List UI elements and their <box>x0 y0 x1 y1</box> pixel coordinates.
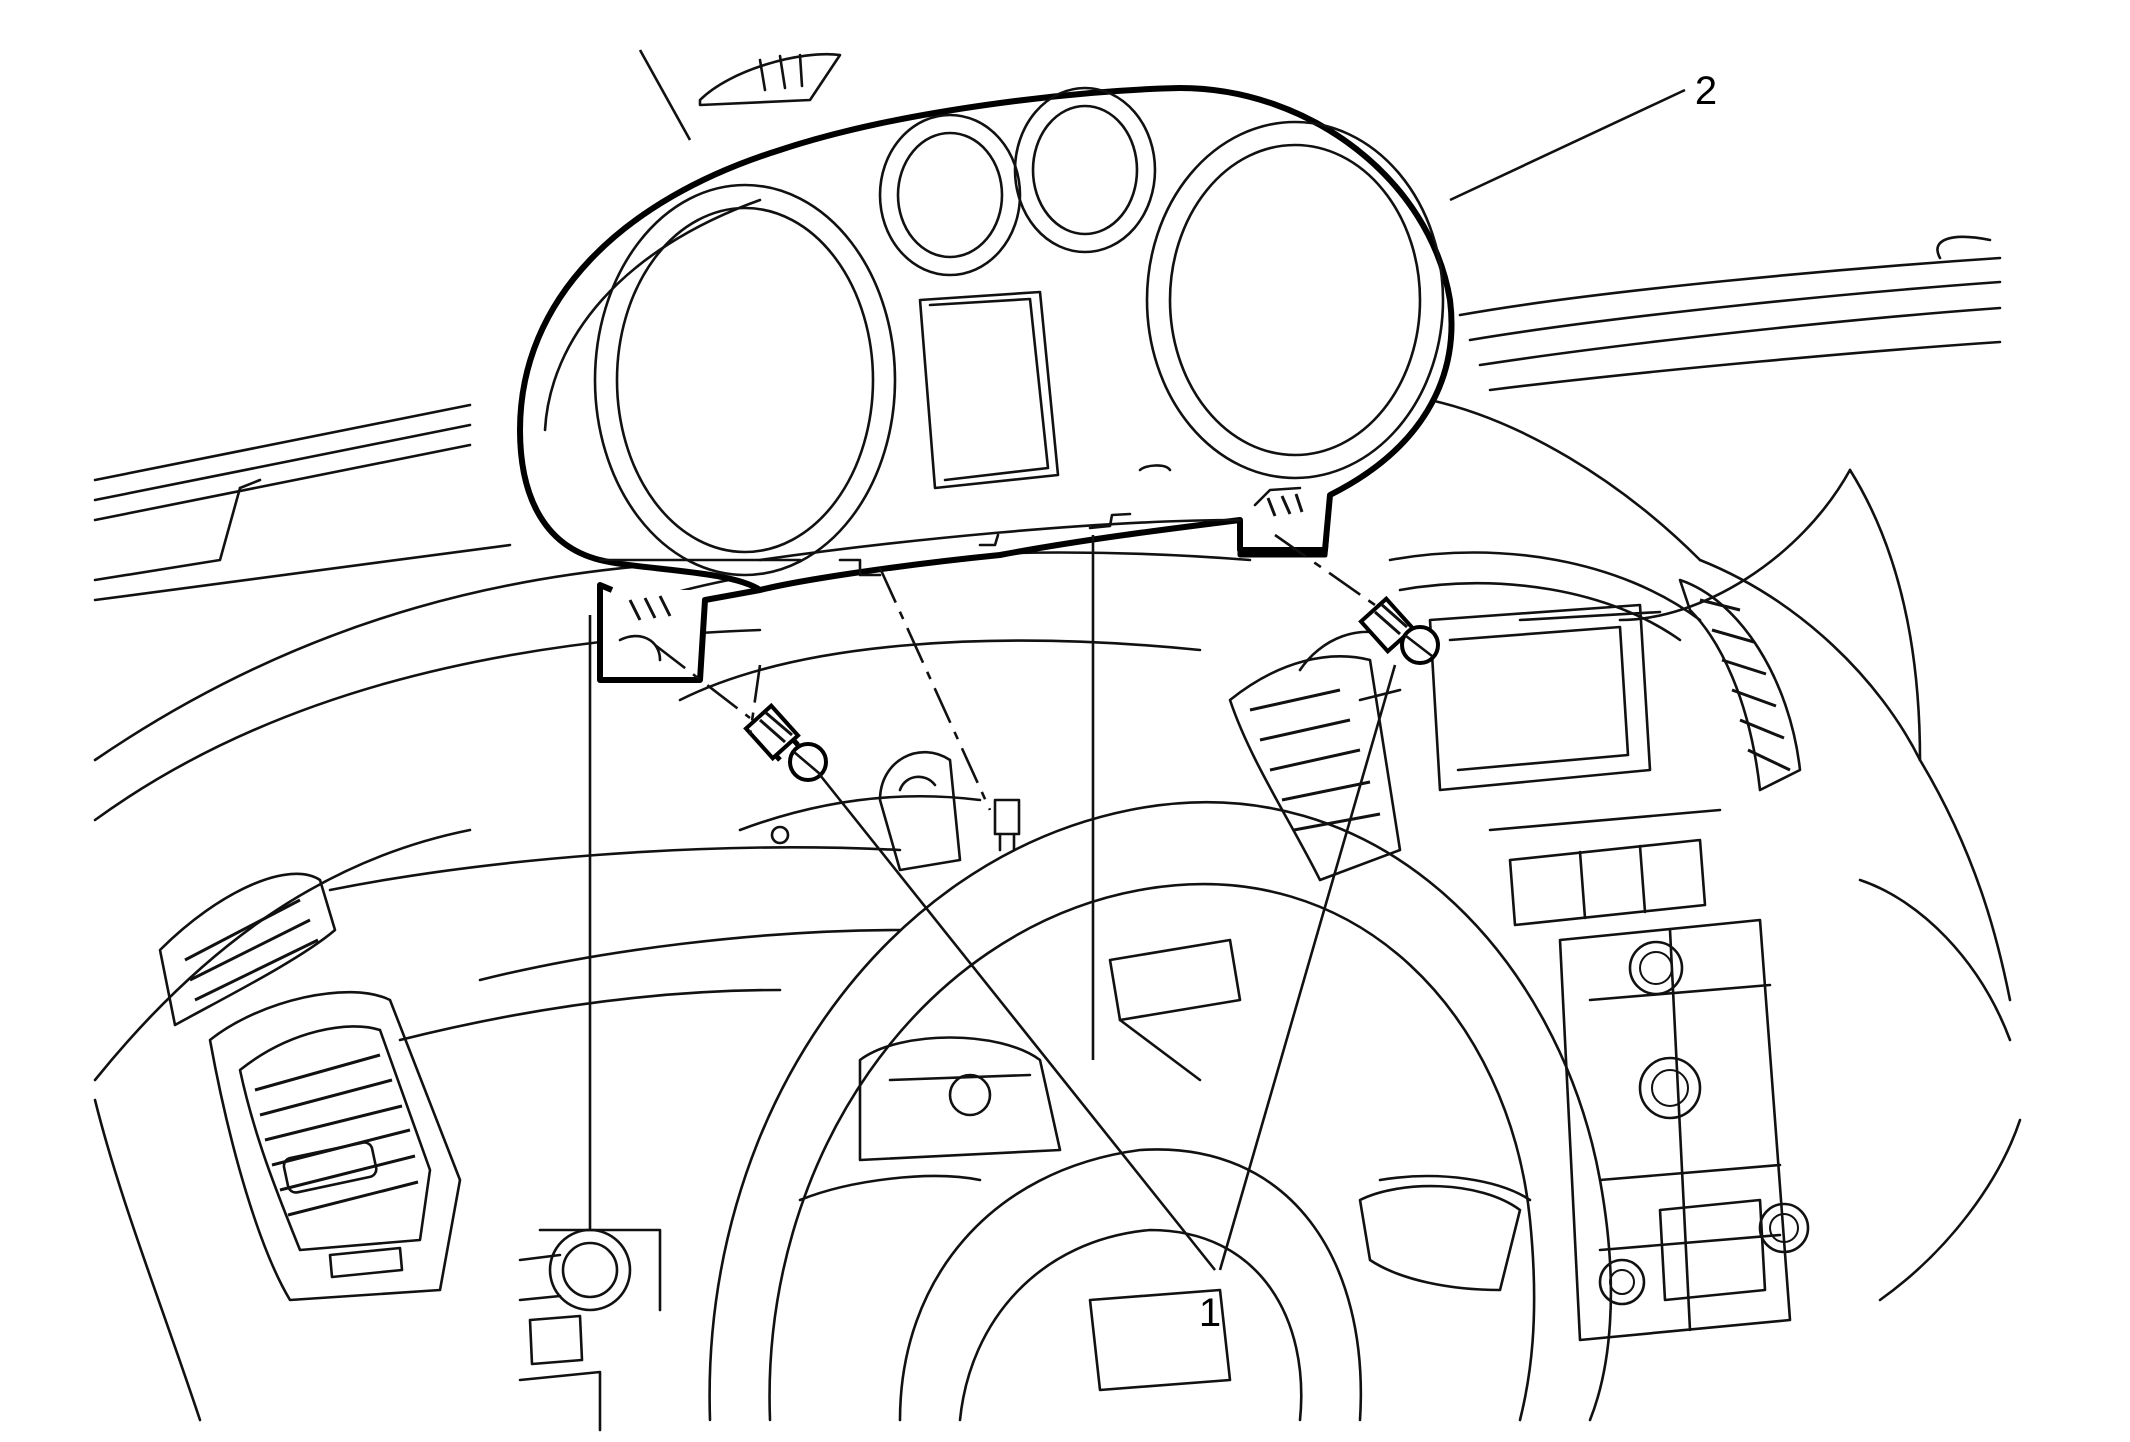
instrument-cluster <box>517 52 1455 683</box>
left-dash-vents <box>93 872 662 1432</box>
assembly-lines <box>588 533 1376 1230</box>
cluster-bolt-right <box>1358 595 1440 665</box>
callout-leaders <box>638 49 1686 1271</box>
callout-2-label: 2 <box>1695 69 1717 113</box>
cluster-bolt-left <box>743 702 828 782</box>
callout-1-label: 1 <box>1199 1291 1221 1335</box>
steering-wheel <box>708 800 1613 1422</box>
